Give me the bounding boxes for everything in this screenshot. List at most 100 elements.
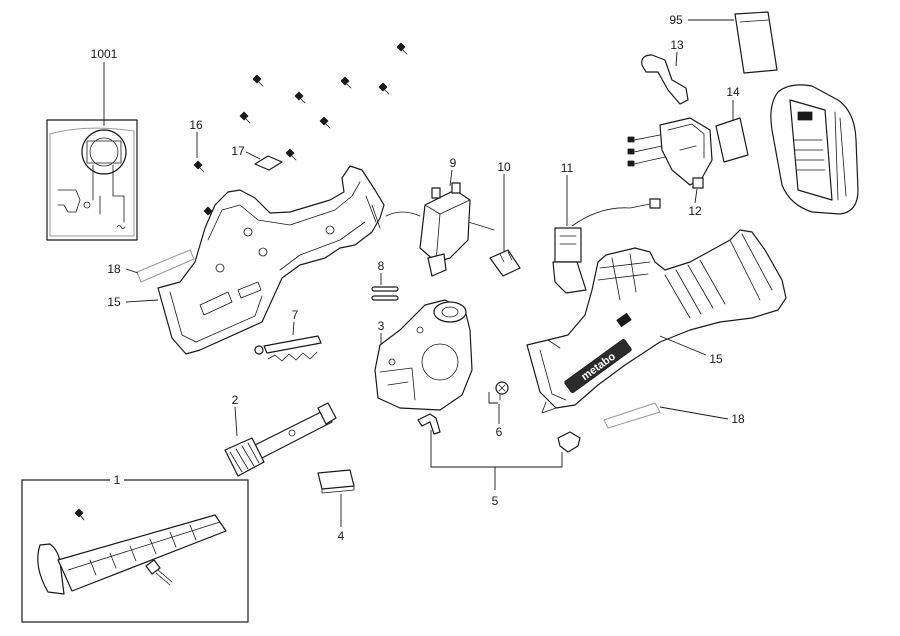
part-5-clip-right — [557, 431, 581, 453]
callout-13: 13 — [670, 38, 684, 52]
detail-bolt — [145, 559, 173, 586]
switch-body-lines — [559, 235, 577, 245]
blade-clamp-chuck — [224, 437, 265, 477]
callout-1001: 1001 — [91, 47, 118, 61]
screw — [340, 76, 352, 89]
chuck-knurl — [229, 442, 260, 473]
motor-body-edges — [424, 199, 471, 263]
detail-box-1001 — [46, 119, 138, 241]
motor-brush — [431, 187, 441, 199]
part-2-plunger — [224, 402, 337, 477]
housing-left-vents — [199, 281, 262, 316]
wire-end — [627, 160, 635, 167]
pad-top — [317, 469, 355, 490]
switch-cable — [571, 203, 651, 227]
clip-body — [557, 431, 581, 453]
screw — [294, 91, 306, 104]
gear-housing-bore — [441, 306, 459, 318]
motor-body — [419, 189, 471, 263]
card-edge — [739, 19, 769, 23]
logo-background — [564, 338, 632, 394]
part-8-pin — [371, 295, 399, 301]
module-tab — [692, 177, 704, 189]
leader-15-left — [125, 299, 159, 303]
battery-contacts — [793, 139, 826, 171]
terminal-plate — [57, 189, 81, 213]
plunger-end — [317, 402, 337, 425]
screw — [319, 116, 331, 129]
part-8-pin — [371, 286, 399, 292]
battery-mount-lines — [729, 233, 773, 301]
detail-box-1 — [21, 479, 249, 623]
leader-2 — [234, 406, 238, 437]
motor-brush — [451, 182, 461, 194]
leader-18-left — [125, 268, 139, 274]
part-6-screw — [495, 381, 509, 401]
plunger-hole — [288, 429, 296, 437]
brush-holder — [86, 140, 122, 164]
part-3-gear-housing — [374, 299, 473, 411]
part-17-plate — [254, 155, 283, 171]
holder-slots — [89, 524, 197, 576]
housing-left-rim — [207, 181, 361, 241]
module-details — [667, 123, 705, 159]
callout-5: 5 — [492, 494, 499, 508]
gear-housing-collar — [433, 301, 467, 323]
screw-boss — [215, 263, 225, 273]
shoe-edge — [541, 401, 557, 414]
detail-frame-1 — [21, 479, 249, 623]
callout-3: 3 — [378, 319, 385, 333]
housing-left-outline — [157, 165, 385, 355]
part-13-clip — [641, 54, 689, 105]
callout-18-right: 18 — [731, 412, 745, 426]
screw — [285, 148, 297, 161]
plunger-shaft — [254, 409, 333, 459]
direction-switch — [616, 312, 632, 328]
part-18-strip-right — [603, 402, 661, 429]
leader-9 — [449, 169, 453, 187]
leader-13 — [675, 51, 678, 67]
callout-16: 16 — [189, 118, 203, 132]
terminal-hole — [83, 201, 91, 209]
leader-5-bracket — [430, 430, 563, 490]
leader-7 — [292, 321, 295, 336]
leader-17 — [245, 151, 261, 160]
motor-wire — [385, 211, 421, 217]
screw-boss — [416, 326, 424, 334]
callout-12: 12 — [688, 204, 702, 218]
part-11-trigger-switch — [552, 198, 661, 294]
motor-inner-circle — [89, 137, 119, 167]
clip-body — [417, 413, 441, 435]
screw-boss — [243, 227, 253, 237]
spring-bar — [263, 335, 322, 354]
part-5-clip-left — [417, 413, 441, 435]
switch-body — [554, 227, 582, 263]
part-4-pad — [317, 469, 355, 494]
wiring-lines — [92, 164, 125, 223]
plate-tabs — [499, 251, 513, 263]
part-10-plate — [489, 249, 521, 277]
shoe-plate — [37, 543, 65, 595]
leader-15-right — [659, 335, 707, 356]
part-95-card — [734, 11, 778, 74]
screw — [396, 42, 408, 55]
screw-boss — [325, 225, 335, 235]
callout-10: 10 — [497, 160, 511, 174]
card-body — [734, 11, 778, 74]
part-14-plate — [715, 117, 749, 163]
switch-connector — [649, 198, 661, 209]
part-9-motor — [385, 182, 495, 277]
gear-housing-ribs — [379, 367, 416, 401]
leader-6-bracket — [488, 392, 498, 404]
holder-bar — [57, 514, 227, 592]
screw-boss — [388, 358, 396, 366]
motor-pinion — [427, 253, 447, 277]
callout-6: 6 — [496, 425, 503, 439]
screw — [378, 82, 390, 95]
housing-left-trigger-slot — [365, 195, 381, 229]
callout-95: 95 — [669, 13, 683, 27]
module-wires — [633, 134, 666, 165]
callout-1: 1 — [114, 473, 121, 487]
wire-end — [627, 148, 635, 155]
pad-edge — [321, 485, 355, 494]
